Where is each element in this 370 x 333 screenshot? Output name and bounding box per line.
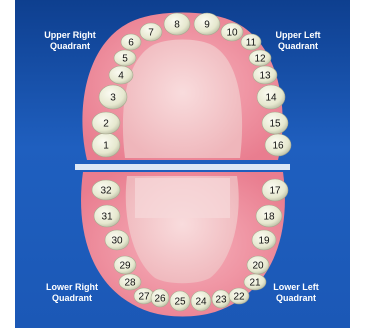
lower-tooth-17: 17 [262, 179, 288, 201]
tooth-number: 17 [269, 186, 281, 197]
tooth-number: 6 [128, 38, 134, 49]
upper-tooth-16: 16 [265, 134, 291, 156]
tooth-number: 12 [254, 54, 266, 65]
tooth-number: 28 [124, 278, 136, 289]
tooth-number: 13 [259, 71, 271, 82]
tooth-number: 10 [226, 28, 238, 39]
tooth-number: 24 [195, 297, 207, 308]
tooth-number: 15 [269, 119, 281, 130]
tooth-number: 16 [272, 141, 284, 152]
lower-tooth-28: 28 [119, 274, 141, 290]
tooth-number: 18 [263, 212, 275, 223]
tooth-number: 3 [110, 93, 116, 104]
upper-tooth-14: 14 [257, 85, 285, 109]
lower-tooth-24: 24 [191, 291, 211, 311]
tooth-number: 29 [119, 261, 131, 272]
upper-tooth-7: 7 [140, 23, 162, 41]
lower-tooth-18: 18 [256, 205, 282, 227]
tooth-number: 20 [252, 261, 264, 272]
tooth-number: 27 [138, 292, 150, 303]
tongue-highlight [135, 178, 230, 218]
tooth-number: 4 [118, 71, 124, 82]
upper-tooth-1: 1 [92, 133, 120, 157]
upper-tooth-4: 4 [109, 66, 133, 84]
lower-tooth-32: 32 [92, 180, 120, 200]
tooth-number: 22 [233, 292, 245, 303]
lower-tooth-26: 26 [151, 289, 169, 307]
upper-tooth-15: 15 [262, 112, 288, 134]
upper-tooth-13: 13 [253, 66, 277, 84]
tooth-number: 25 [174, 297, 186, 308]
lower-tooth-25: 25 [170, 291, 190, 311]
tooth-number: 32 [100, 186, 112, 197]
lower-tooth-22: 22 [229, 288, 249, 304]
upper-tooth-6: 6 [121, 34, 141, 50]
upper-tooth-12: 12 [249, 50, 271, 66]
tooth-number: 19 [258, 236, 270, 247]
tooth-number: 26 [154, 294, 166, 305]
tooth-number: 7 [148, 28, 154, 39]
upper-tooth-5: 5 [114, 50, 136, 66]
tooth-number: 31 [101, 212, 113, 223]
upper-tooth-3: 3 [99, 85, 127, 109]
lower-tooth-29: 29 [114, 256, 136, 274]
arch-divider [75, 164, 290, 170]
tooth-number: 2 [103, 119, 109, 130]
upper-tooth-2: 2 [92, 112, 120, 134]
lower-tooth-30: 30 [105, 230, 129, 250]
upper-tooth-9: 9 [194, 13, 220, 35]
tooth-number: 1 [103, 141, 109, 152]
tooth-number: 9 [204, 20, 210, 31]
tooth-number: 14 [265, 93, 277, 104]
lower-tooth-23: 23 [212, 290, 230, 308]
tooth-number: 8 [174, 20, 180, 31]
lower-tooth-20: 20 [247, 256, 269, 274]
tooth-number: 23 [215, 295, 227, 306]
lower-tooth-31: 31 [94, 205, 120, 227]
tooth-number: 5 [122, 54, 128, 65]
upper-tooth-8: 8 [164, 13, 190, 35]
upper-tooth-10: 10 [221, 23, 243, 41]
tooth-number: 30 [111, 236, 123, 247]
upper-palate [123, 40, 242, 159]
lower-tooth-19: 19 [252, 230, 276, 250]
